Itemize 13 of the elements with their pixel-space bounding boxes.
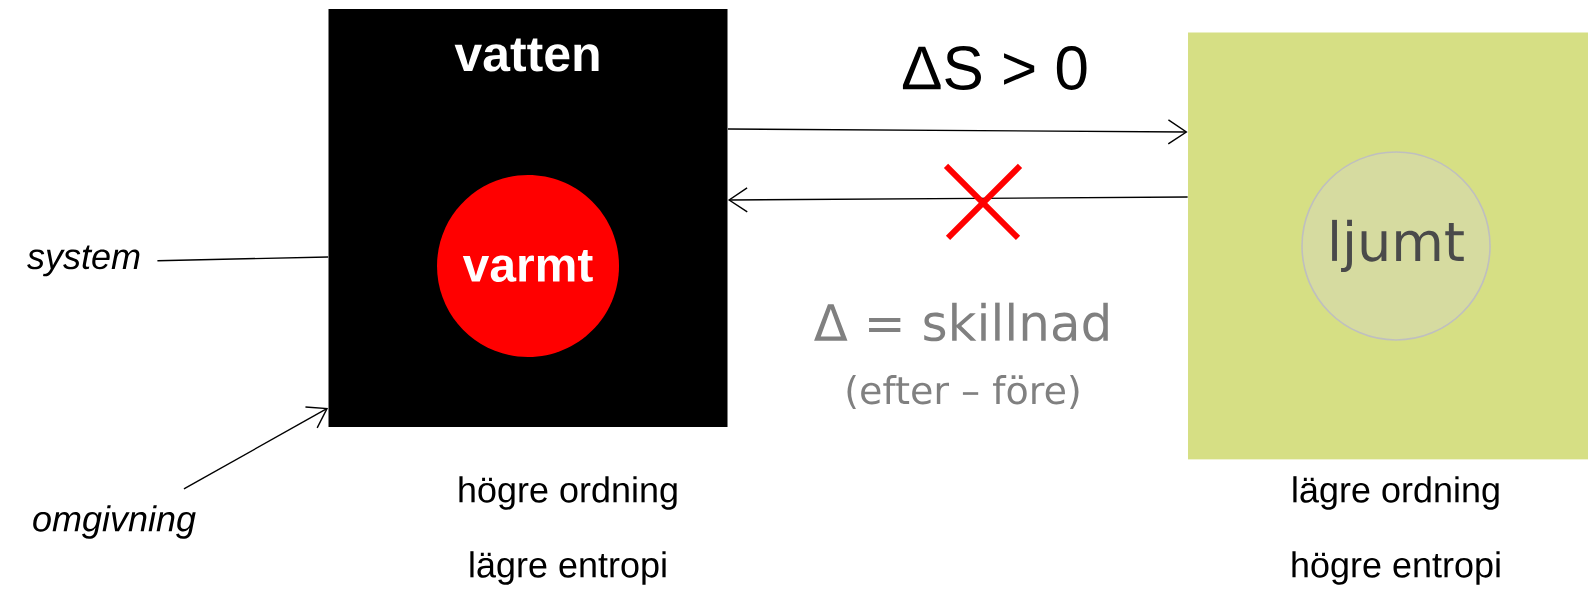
callout-text: omgivning — [33, 505, 196, 539]
caption-text: lägre entropi — [470, 551, 666, 585]
arrow — [727, 119, 1188, 145]
callout-text: system — [27, 245, 140, 277]
edge-label: ΔS > 0 — [902, 46, 1087, 90]
leader-line — [156, 256, 329, 262]
note-text: (efter – före) — [847, 375, 1079, 409]
arrow — [727, 187, 1189, 213]
note-text: Δ = skillnad — [814, 302, 1108, 342]
arrow — [183, 406, 329, 490]
caption-text: högre entropi — [1292, 551, 1500, 585]
caption-text: lägre ordning — [1293, 476, 1499, 510]
caption-text: högre ordning — [459, 476, 677, 510]
